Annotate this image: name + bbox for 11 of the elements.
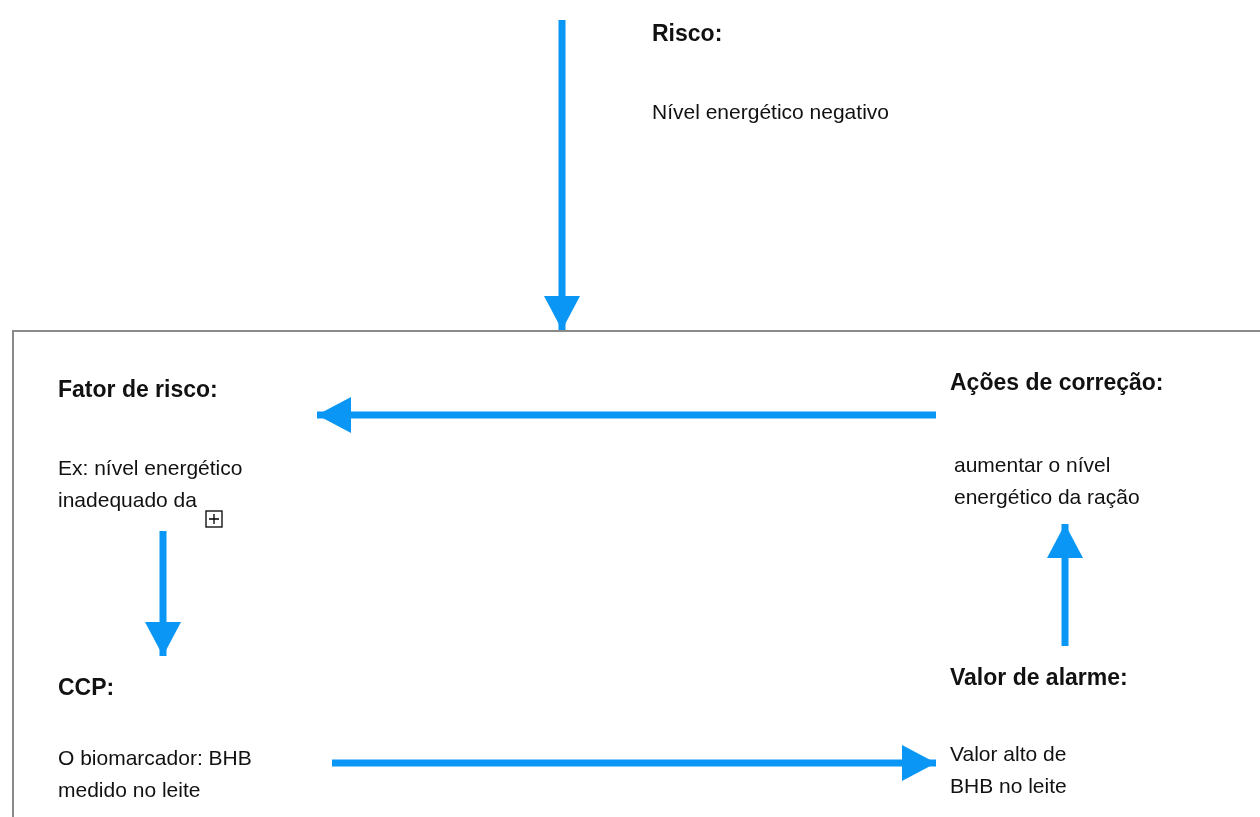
body-text: Valor alto de BHB no leite [950, 741, 1068, 799]
heading-text: Valor de alarme: [950, 663, 1129, 692]
body-text: O biomarcador: BHB medido no leite [58, 745, 253, 803]
body-text: Ex: nível energético inadequado da [58, 455, 244, 513]
heading-text: CCP: [58, 673, 116, 702]
heading-text: Risco: [652, 19, 724, 48]
heading-text: Fator de risco: [58, 375, 219, 404]
body-text: Nível energético negativo [652, 99, 890, 125]
heading-text: Ações de correção: [950, 368, 1165, 397]
frame-box [12, 330, 1260, 817]
body-text: aumentar o nível energético da ração [954, 452, 1141, 510]
